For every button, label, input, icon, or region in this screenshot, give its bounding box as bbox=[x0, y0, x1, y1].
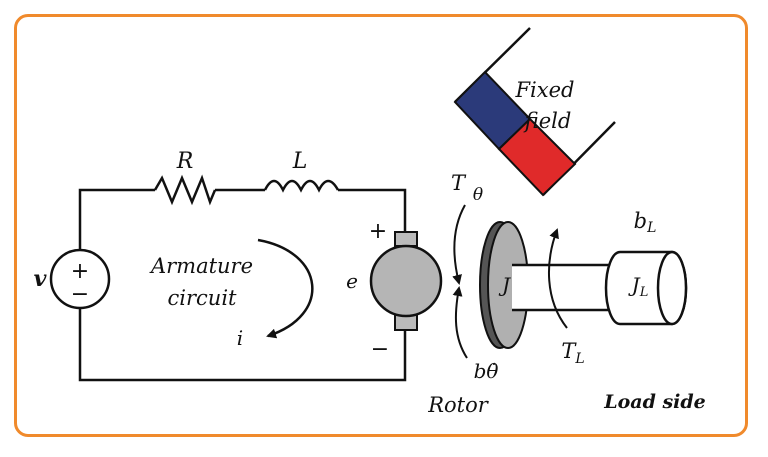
source-minus: − bbox=[71, 282, 89, 307]
load-damping-subscript: L bbox=[646, 220, 656, 236]
load-torque-subscript: L bbox=[574, 351, 584, 367]
load-inertia-symbol: J bbox=[628, 273, 641, 297]
shaft bbox=[512, 263, 622, 312]
torque-label: T bbox=[451, 171, 467, 195]
damping-arrow bbox=[452, 286, 468, 359]
resistor-label: R bbox=[176, 149, 194, 174]
inductor-label: L bbox=[292, 149, 308, 174]
load-torque-label: TL bbox=[561, 339, 584, 367]
load-inertia-subscript: L bbox=[639, 285, 649, 300]
load-damping-symbol: b bbox=[634, 209, 647, 233]
voltage-source: + − bbox=[49, 248, 111, 310]
inertia-label: J bbox=[498, 273, 511, 297]
fixed-field-magnet bbox=[453, 27, 616, 197]
theta-label: θ bbox=[473, 185, 483, 205]
load-side-label: Load side bbox=[603, 391, 706, 413]
source-plus: + bbox=[71, 259, 89, 284]
circuit-label-line1: Armature bbox=[149, 254, 253, 278]
emf-plus: + bbox=[369, 219, 387, 244]
motor bbox=[369, 231, 443, 331]
rotor-label: Rotor bbox=[427, 393, 490, 417]
load-torque-symbol: T bbox=[561, 339, 577, 363]
rotor-disk bbox=[479, 221, 529, 349]
load-torque-arrow bbox=[548, 228, 568, 329]
current-arrow bbox=[257, 238, 314, 339]
emf-label: e bbox=[346, 269, 358, 293]
field-label-line2: field bbox=[523, 109, 572, 133]
circuit-label-line2: circuit bbox=[168, 286, 238, 310]
circuit-wires bbox=[78, 188, 407, 382]
inductor bbox=[263, 179, 340, 193]
field-label-line1: Fixed bbox=[514, 78, 574, 102]
resistor bbox=[153, 174, 217, 206]
damping-label: bθ̇ bbox=[474, 359, 499, 383]
load-inertia-label: JL bbox=[628, 273, 649, 300]
emf-minus: − bbox=[371, 337, 389, 362]
source-label: v bbox=[34, 266, 47, 292]
torque-arrow bbox=[452, 204, 466, 285]
diagram-frame bbox=[14, 14, 748, 437]
load-damping-label: bL bbox=[634, 209, 657, 236]
current-label: i bbox=[237, 326, 243, 350]
load-cylinder bbox=[604, 250, 688, 326]
